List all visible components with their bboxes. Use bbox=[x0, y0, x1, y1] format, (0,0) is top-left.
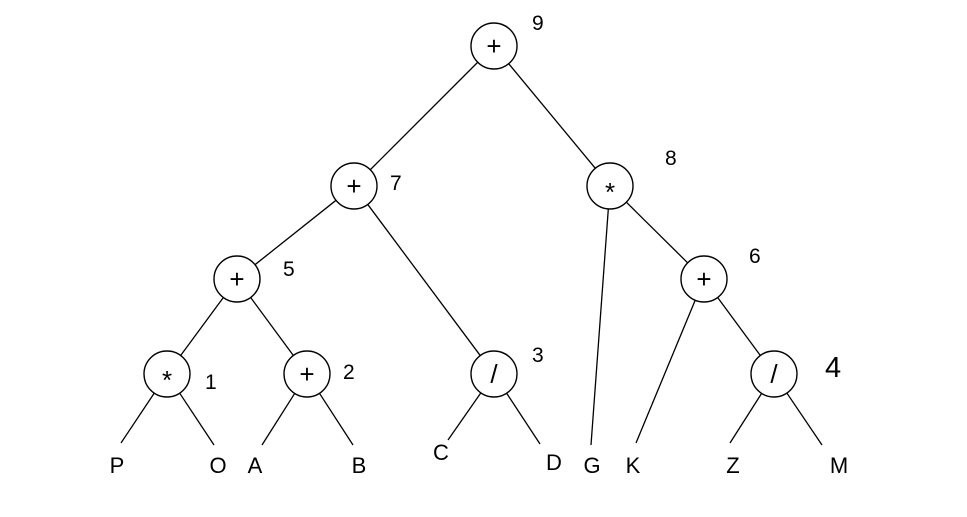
edge-n2-A bbox=[261, 393, 296, 446]
edge-n3-C bbox=[447, 392, 482, 441]
operator-node-9: +9 bbox=[470, 12, 544, 70]
edge-n6-K bbox=[635, 299, 696, 444]
operator-node-8: *8 bbox=[586, 147, 677, 210]
edge-n9-n7 bbox=[369, 61, 479, 171]
node-circle bbox=[330, 162, 378, 210]
evaluation-order-number: 3 bbox=[532, 344, 544, 367]
leaf-label-O: O bbox=[209, 453, 226, 478]
operator-symbol: + bbox=[299, 359, 314, 389]
leaf-label-C: C bbox=[433, 440, 449, 465]
edge-n6-n4 bbox=[717, 297, 761, 356]
operator-node-6: +6 bbox=[680, 245, 761, 303]
edge-n2-B bbox=[318, 392, 354, 446]
edge-n5-n1 bbox=[180, 297, 224, 356]
edge-n8-n6 bbox=[625, 201, 689, 264]
edge-n1-O bbox=[179, 392, 215, 446]
leaf-label-K: K bbox=[626, 453, 641, 478]
operator-symbol: * bbox=[162, 365, 172, 395]
node-circle bbox=[213, 255, 261, 303]
operator-symbol: / bbox=[490, 359, 498, 389]
node-circle bbox=[750, 350, 798, 398]
leaf-label-A: A bbox=[248, 453, 263, 478]
evaluation-order-number: 1 bbox=[205, 371, 217, 394]
edge-n4-M bbox=[786, 392, 823, 446]
leaf-label-P: P bbox=[110, 453, 125, 478]
operator-node-1: *1 bbox=[143, 350, 217, 398]
operator-node-2: +2 bbox=[283, 350, 355, 398]
leaf-label-G: G bbox=[583, 453, 600, 478]
edge-n7-n3 bbox=[367, 204, 481, 356]
edge-n9-n8 bbox=[508, 63, 596, 169]
edge-n1-P bbox=[120, 392, 155, 444]
evaluation-order-number: 7 bbox=[390, 172, 402, 195]
tree-edges bbox=[120, 61, 823, 446]
evaluation-order-number: 8 bbox=[665, 147, 677, 170]
edge-n4-Z bbox=[729, 393, 763, 444]
node-circle bbox=[283, 350, 331, 398]
node-circle bbox=[586, 162, 634, 210]
operator-symbol: + bbox=[696, 264, 711, 294]
evaluation-order-number: 6 bbox=[749, 245, 761, 268]
node-circle bbox=[470, 350, 518, 398]
operator-symbol: + bbox=[229, 264, 244, 294]
operator-node-7: +7 bbox=[330, 162, 402, 210]
edge-n3-D bbox=[506, 392, 541, 445]
operator-symbol: / bbox=[770, 359, 778, 389]
leaf-label-M: M bbox=[830, 453, 848, 478]
tree-nodes: +9+7*8+5/3+6*1+2/4 bbox=[143, 12, 841, 398]
evaluation-order-number: 9 bbox=[532, 12, 544, 35]
node-circle bbox=[470, 22, 518, 70]
operator-symbol: * bbox=[605, 177, 615, 207]
evaluation-order-number: 5 bbox=[283, 258, 295, 281]
edge-n7-n5 bbox=[254, 199, 337, 266]
operator-symbol: + bbox=[346, 171, 361, 201]
evaluation-order-number: 2 bbox=[343, 361, 355, 384]
operator-symbol: + bbox=[486, 31, 501, 61]
edge-n8-G bbox=[590, 208, 609, 446]
operator-node-4: /4 bbox=[750, 350, 841, 398]
node-circle bbox=[143, 350, 191, 398]
leaf-label-B: B bbox=[352, 453, 367, 478]
operator-node-5: +5 bbox=[213, 255, 295, 303]
evaluation-order-number: 4 bbox=[825, 352, 841, 384]
operator-node-3: /3 bbox=[470, 344, 544, 398]
leaf-label-D: D bbox=[546, 450, 562, 475]
leaf-label-Z: Z bbox=[726, 453, 739, 478]
node-circle bbox=[680, 255, 728, 303]
edge-n5-n2 bbox=[250, 297, 294, 356]
